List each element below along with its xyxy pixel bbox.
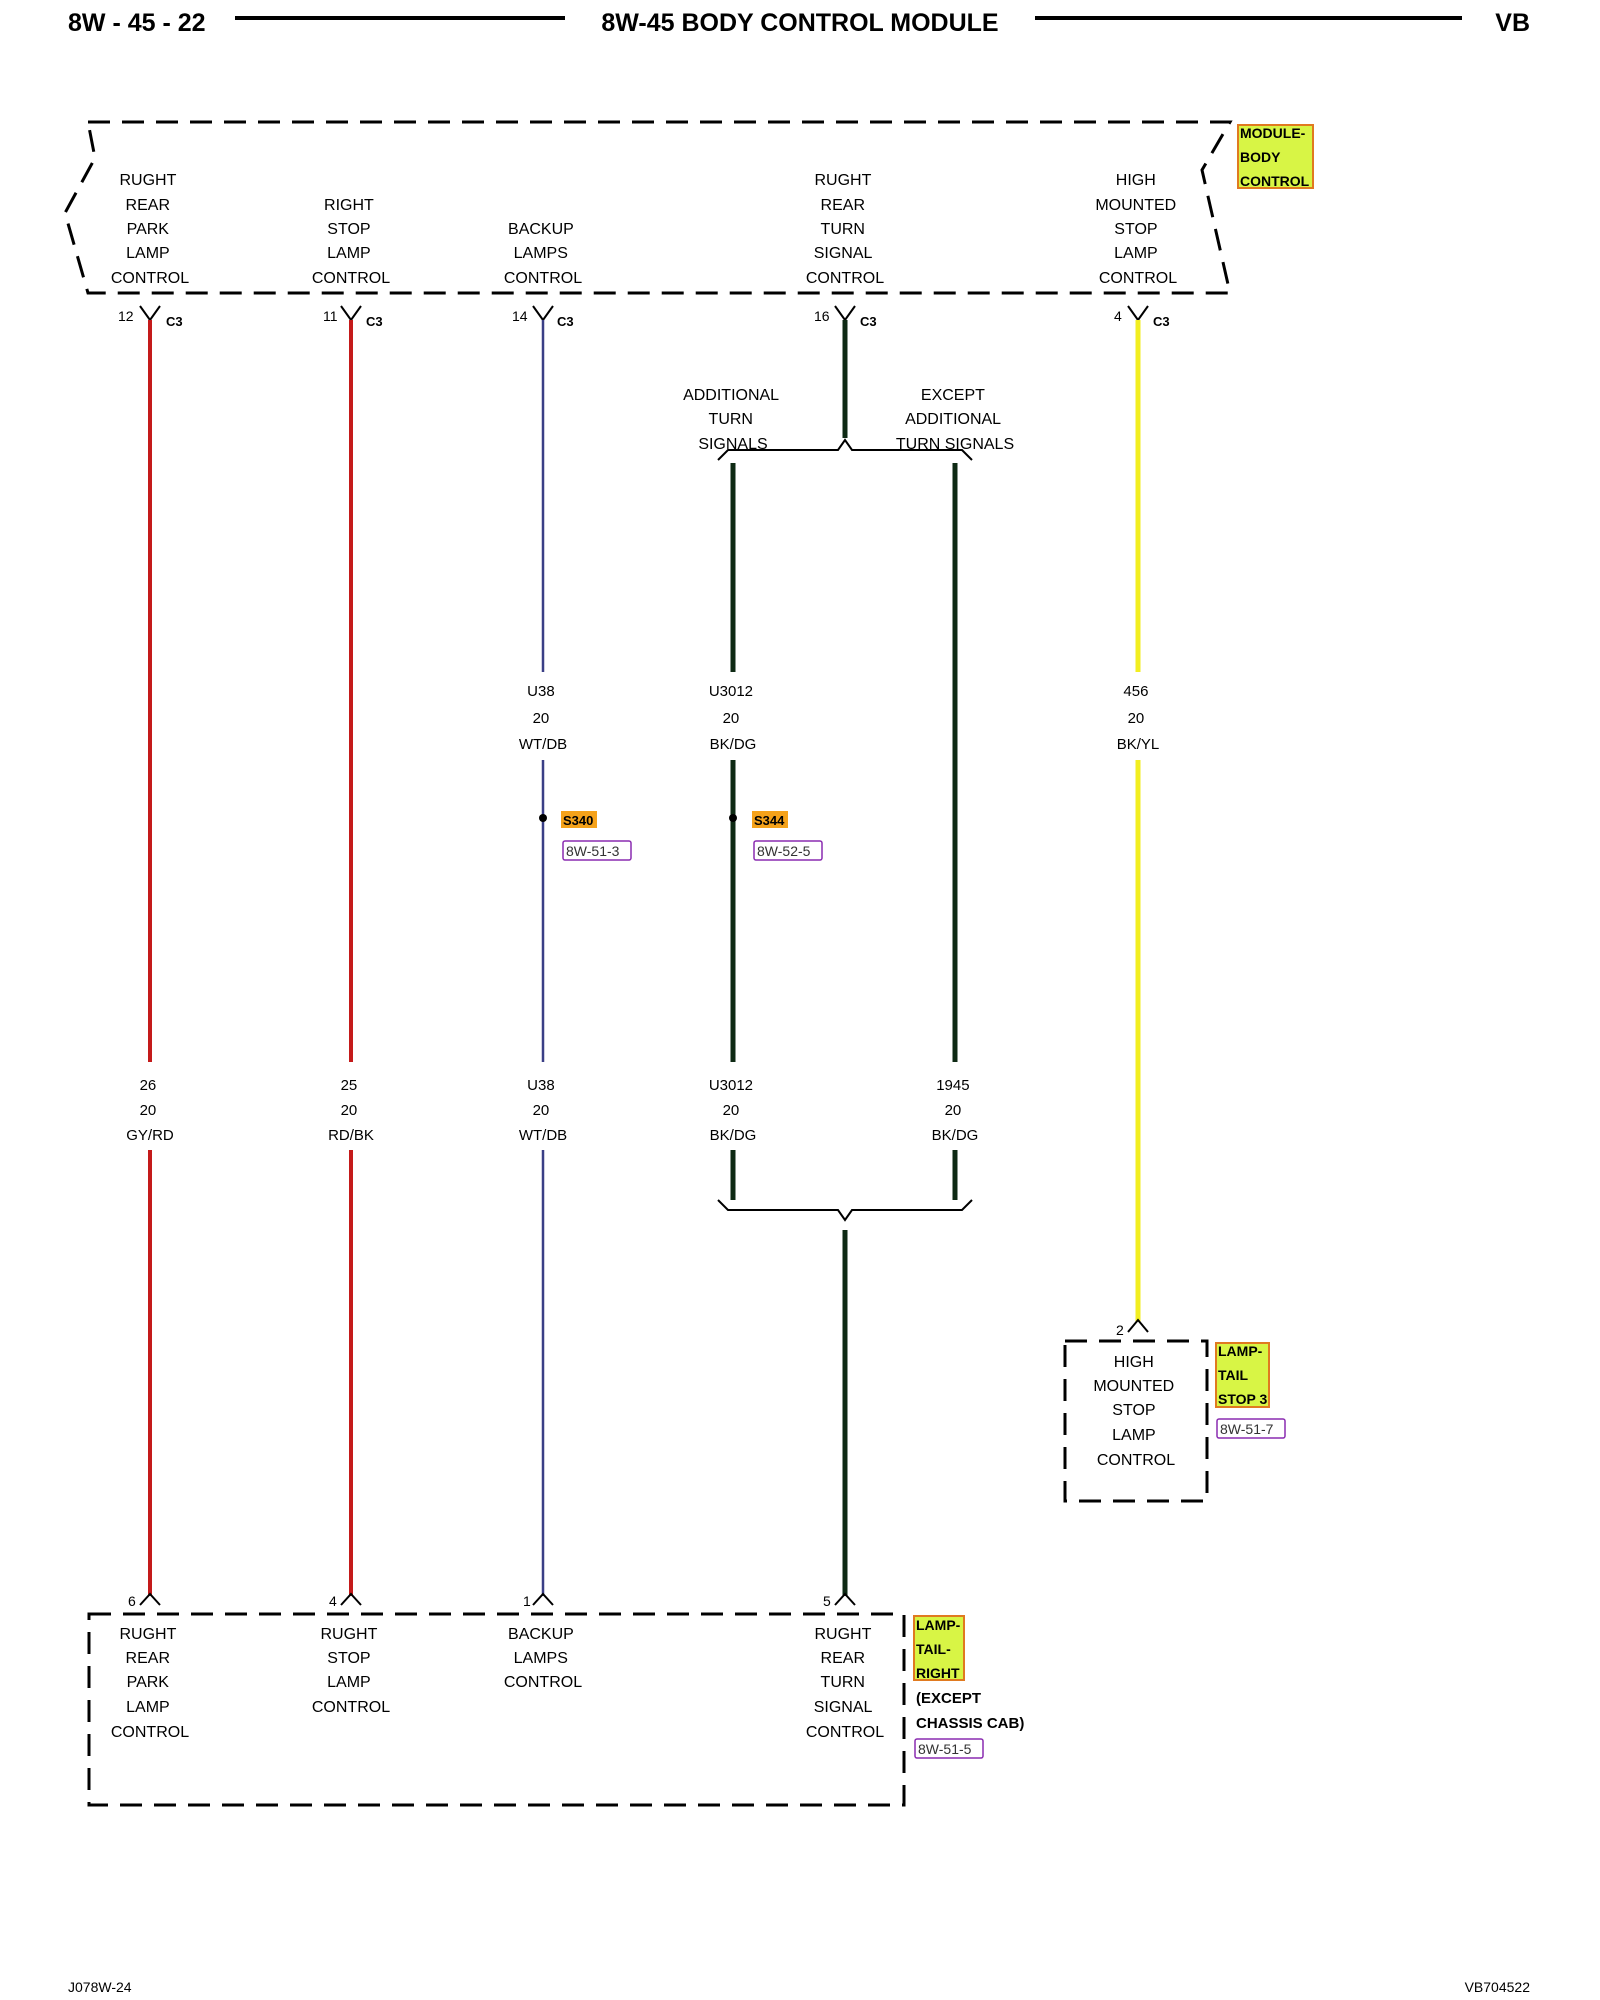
tail-lamp-ref[interactable]: 8W-51-5: [918, 1741, 972, 1757]
tail-function-stop: RUGHT STOP LAMP CONTROL: [312, 1626, 390, 1716]
tail-name-highlight: [913, 1615, 965, 1681]
svg-text:C3: C3: [1153, 314, 1170, 329]
splice-highlight: [752, 811, 788, 828]
svg-text:S340: S340: [563, 813, 593, 828]
chmsl-ref[interactable]: 8W-51-7: [1220, 1421, 1274, 1437]
model-code: VB: [1495, 9, 1530, 37]
wire-label-456: 456 20 BK/YL: [1117, 683, 1160, 753]
svg-text:6: 6: [128, 1593, 136, 1609]
wire-label-u3012-upper: U3012 20 BK/DG: [709, 683, 757, 753]
svg-text:C3: C3: [166, 314, 183, 329]
chmsl-pin-number: 2: [1116, 1322, 1124, 1338]
tail-pin-4[interactable]: 4: [329, 1592, 362, 1609]
svg-text:C3: C3: [860, 314, 877, 329]
bcm-outline: [63, 120, 1233, 295]
svg-text:C3: C3: [366, 314, 383, 329]
chmsl-name-highlight: [1215, 1342, 1270, 1408]
svg-text:C3: C3: [557, 314, 574, 329]
branch-brace-top: [717, 438, 973, 461]
bcm-name: MODULE- BODY CONTROL: [1240, 125, 1310, 189]
page-number: 8W - 45 - 22: [68, 9, 206, 37]
ref-box: [562, 840, 632, 861]
splice-s340-ref[interactable]: 8W-51-3: [566, 843, 620, 859]
tail-lamp-name: LAMP- TAIL- RIGHT: [916, 1617, 964, 1681]
tail-pin-6[interactable]: 6: [128, 1592, 161, 1609]
bcm-name-highlight: [1237, 124, 1314, 189]
svg-text:5: 5: [823, 1593, 831, 1609]
ref-box: [1216, 1418, 1286, 1439]
branch-label-except: EXCEPT ADDITIONAL TURN SIGNALS: [896, 387, 1014, 453]
chmsl-function: HIGH MOUNTED STOP LAMP CONTROL: [1093, 1354, 1178, 1469]
wire-label-u38-lower: U38 20 WT/DB: [519, 1077, 567, 1144]
svg-text:S344: S344: [754, 813, 785, 828]
tail-lamp-outline: [87, 1612, 906, 1807]
bcm-function-backup: BACKUP LAMPS CONTROL: [504, 221, 582, 287]
branch-brace-bottom: [717, 1199, 973, 1222]
ref-box: [753, 840, 823, 861]
svg-text:4: 4: [329, 1593, 337, 1609]
bcm-function-park: RUGHT REAR PARK LAMP CONTROL: [111, 172, 189, 287]
tail-lamp-note: (EXCEPT CHASSIS CAB): [916, 1690, 1024, 1732]
svg-text:1: 1: [523, 1593, 531, 1609]
svg-text:11: 11: [323, 308, 338, 324]
page-header: 8W - 45 - 22 8W-45 BODY CONTROL MODULE V…: [68, 9, 1530, 37]
wire-label-26: 26 20 GY/RD: [126, 1077, 174, 1144]
tail-pin-1[interactable]: 1: [523, 1592, 554, 1609]
branch-label-additional: ADDITIONAL TURN SIGNALS: [683, 387, 783, 453]
page-title: 8W-45 BODY CONTROL MODULE: [601, 9, 998, 37]
splice-s340[interactable]: S340 8W-51-3: [539, 811, 632, 861]
bcm-function-stop: RIGHT STOP LAMP CONTROL: [312, 197, 390, 287]
footer-left-code: J078W-24: [68, 1979, 132, 1995]
body-control-module[interactable]: MODULE- BODY CONTROL RUGHT REAR PARK LAM…: [63, 120, 1314, 295]
footer-right-code: VB704522: [1465, 1979, 1531, 1995]
tail-function-turn: RUGHT REAR TURN SIGNAL CONTROL: [806, 1626, 884, 1741]
splice-highlight: [561, 811, 597, 828]
wire-label-25: 25 20 RD/BK: [328, 1077, 374, 1144]
tail-pin-5[interactable]: 5: [823, 1592, 856, 1609]
splice-s344-ref[interactable]: 8W-52-5: [757, 843, 811, 859]
chmsl-pin-marker: [1127, 1318, 1149, 1333]
splice-s344[interactable]: S344 8W-52-5: [729, 811, 823, 861]
tail-function-park: RUGHT REAR PARK LAMP CONTROL: [111, 1626, 189, 1741]
chmsl-component[interactable]: 2 HIGH MOUNTED STOP LAMP CONTROL LAMP- T…: [1063, 1318, 1286, 1503]
chmsl-outline: [1063, 1339, 1209, 1503]
bcm-pin-4[interactable]: 4 C3: [1114, 305, 1170, 329]
wire-label-1945: 1945 20 BK/DG: [932, 1077, 979, 1144]
svg-text:12: 12: [118, 308, 134, 324]
wires: [148, 320, 1141, 1596]
svg-text:4: 4: [1114, 308, 1122, 324]
ref-box: [914, 1738, 984, 1759]
wire-label-u38-upper: U38 20 WT/DB: [519, 683, 567, 753]
bcm-function-chmsl: HIGH MOUNTED STOP LAMP CONTROL: [1095, 172, 1180, 287]
wire-label-u3012-lower: U3012 20 BK/DG: [709, 1077, 757, 1144]
svg-text:16: 16: [814, 308, 830, 324]
bcm-pins: 12 C3 11 C3 14 C3 16 C3 4 C3: [118, 305, 1170, 329]
tail-lamp-right[interactable]: 6 4 1 5 RUGHT REAR PARK LAMP CONTROL RUG…: [87, 1592, 1024, 1807]
tail-function-backup: BACKUP LAMPS CONTROL: [504, 1626, 582, 1691]
bcm-function-turn: RUGHT REAR TURN SIGNAL CONTROL: [806, 172, 884, 287]
bcm-pin-14[interactable]: 14 C3: [512, 305, 574, 329]
svg-text:14: 14: [512, 308, 528, 324]
chmsl-name: LAMP- TAIL STOP 3: [1218, 1343, 1268, 1407]
